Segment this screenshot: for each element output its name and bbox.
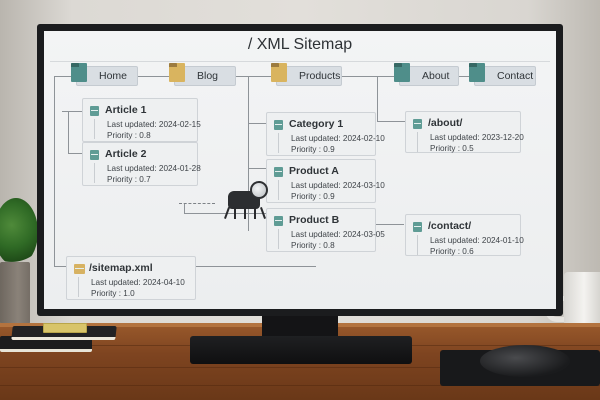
last-updated: Last updated: 2023-12-20 (430, 133, 524, 142)
card-title: Product B (289, 214, 340, 226)
nav-node-label: Blog (197, 70, 219, 82)
priority: Priority : 0.9 (291, 192, 335, 201)
folder-icon (71, 63, 87, 82)
document-icon (90, 106, 99, 116)
folder-icon (74, 264, 85, 274)
priority: Priority : 0.9 (291, 145, 335, 154)
nav-node-label: Contact (497, 70, 534, 82)
nav-node-contact[interactable]: Contact (469, 63, 536, 86)
card-category-1[interactable]: Category 1 Last updated: 2024-02-10 Prio… (266, 112, 385, 156)
card-about[interactable]: /about/ Last updated: 2023-12-20 Priorit… (405, 111, 524, 153)
last-updated: Last updated: 2024-04-10 (91, 278, 185, 287)
priority: Priority : 1.0 (91, 289, 135, 298)
monitor-stand-base (190, 336, 412, 364)
priority: Priority : 0.6 (430, 247, 474, 256)
last-updated: Last updated: 2024-03-10 (291, 181, 385, 190)
nav-node-label: About (422, 70, 450, 82)
potted-plant-leaves (0, 198, 38, 266)
computer-mouse (480, 345, 570, 377)
card-product-b[interactable]: Product B Last updated: 2024-03-05 Prior… (266, 208, 385, 252)
card-contact[interactable]: /contact/ Last updated: 2024-01-10 Prior… (405, 214, 524, 256)
card-title: /sitemap.xml (89, 262, 153, 274)
priority: Priority : 0.8 (291, 241, 335, 250)
card-title: /contact/ (428, 220, 472, 232)
card-sitemap-xml[interactable]: /sitemap.xml Last updated: 2024-04-10 Pr… (66, 256, 196, 300)
last-updated: Last updated: 2024-03-05 (291, 230, 385, 239)
priority: Priority : 0.7 (107, 175, 151, 184)
sitemap-screen: / XML Sitemap Home Blog Products About C… (44, 31, 556, 309)
last-updated: Last updated: 2024-02-15 (107, 120, 201, 129)
folder-icon (169, 63, 185, 82)
nav-node-home[interactable]: Home (71, 63, 138, 86)
card-article-1[interactable]: Article 1 Last updated: 2024-02-15 Prior… (82, 98, 201, 142)
card-title: Article 1 (105, 104, 147, 116)
document-icon (274, 120, 283, 130)
nav-node-label: Home (99, 70, 128, 82)
card-title: Product A (289, 165, 339, 177)
document-icon (413, 222, 422, 232)
plant-pot (0, 262, 30, 324)
nav-node-about[interactable]: About (394, 63, 459, 86)
document-icon (413, 119, 422, 129)
priority: Priority : 0.8 (107, 131, 151, 140)
document-icon (90, 150, 99, 160)
crawler-robot-icon (220, 179, 280, 224)
document-icon (274, 167, 283, 177)
magnifier-icon (250, 181, 268, 199)
card-title: /about/ (428, 117, 463, 129)
folder-icon (271, 63, 287, 82)
last-updated: Last updated: 2024-01-28 (107, 164, 201, 173)
nav-node-blog[interactable]: Blog (169, 63, 236, 86)
card-title: Category 1 (289, 118, 344, 130)
nav-node-label: Products (299, 70, 341, 82)
document-icon (274, 216, 283, 226)
folder-icon (469, 63, 485, 82)
priority: Priority : 0.5 (430, 144, 474, 153)
page-title: / XML Sitemap (247, 36, 353, 53)
title-divider (50, 61, 550, 62)
last-updated: Last updated: 2024-01-10 (430, 236, 524, 245)
sticky-notepad (43, 323, 87, 333)
nav-node-products[interactable]: Products (271, 63, 342, 86)
card-product-a[interactable]: Product A Last updated: 2024-03-10 Prior… (266, 159, 385, 203)
folder-icon (394, 63, 410, 82)
last-updated: Last updated: 2024-02-10 (291, 134, 385, 143)
card-title: Article 2 (105, 148, 147, 160)
card-article-2[interactable]: Article 2 Last updated: 2024-01-28 Prior… (82, 142, 201, 186)
notebook-bottom (0, 336, 92, 352)
